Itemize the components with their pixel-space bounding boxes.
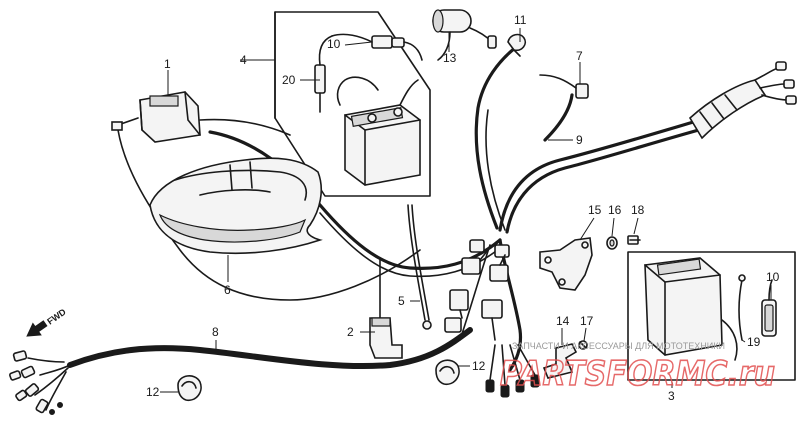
front-sub-harness bbox=[9, 327, 473, 415]
callouts: 1 4 20 10 13 11 7 9 6 5 2 8 12 12 14 17 … bbox=[146, 13, 780, 403]
leader-lines bbox=[160, 28, 772, 393]
part-3-cdi-unit bbox=[644, 257, 738, 361]
part-7-connector-cap bbox=[539, 74, 589, 99]
callout-2: 2 bbox=[347, 325, 354, 339]
callout-1: 1 bbox=[164, 57, 171, 71]
part-14-bracket bbox=[542, 343, 578, 379]
callout-20: 20 bbox=[282, 73, 296, 87]
callout-11: 11 bbox=[514, 13, 527, 27]
callout-19: 19 bbox=[747, 335, 761, 349]
callout-3: 3 bbox=[668, 389, 675, 403]
part-3-group-frame bbox=[627, 251, 796, 381]
watermark-logo: PARTSFORMC.ru bbox=[500, 354, 775, 394]
fwd-label: FWD bbox=[45, 306, 68, 326]
callout-7: 7 bbox=[576, 49, 583, 63]
part-5-cable bbox=[407, 204, 432, 330]
part-18-screw bbox=[627, 235, 641, 245]
callout-6: 6 bbox=[224, 283, 231, 297]
callout-5: 5 bbox=[398, 294, 405, 308]
callout-14: 14 bbox=[556, 314, 570, 328]
part-12-clamp-left bbox=[177, 375, 202, 402]
part-20-fuse-holder bbox=[314, 35, 333, 113]
callout-4: 4 bbox=[240, 53, 247, 67]
part-11-wire-clamp bbox=[507, 33, 527, 57]
callout-10-upper: 10 bbox=[327, 37, 341, 51]
part-10-connector-upper bbox=[331, 33, 423, 61]
battery bbox=[336, 76, 421, 186]
part-10-fuse-lower bbox=[761, 279, 777, 337]
callout-16: 16 bbox=[608, 203, 622, 217]
part-15-mounting-plate bbox=[539, 237, 593, 291]
callout-13: 13 bbox=[443, 51, 457, 65]
part-16-grommet bbox=[606, 236, 618, 250]
callout-9: 9 bbox=[576, 133, 583, 147]
main-wire-harness bbox=[117, 46, 708, 372]
callout-10-lower: 10 bbox=[766, 270, 780, 284]
watermark-caption: ЗАПЧАСТИ И АКСЕССУАРЫ ДЛЯ МОТОТЕХНИКИ bbox=[512, 341, 725, 351]
part-1-ignition-unit bbox=[111, 91, 201, 143]
part-2-switch bbox=[369, 257, 403, 359]
callout-12-left: 12 bbox=[146, 385, 160, 399]
callout-17: 17 bbox=[580, 314, 594, 328]
part-19-wire bbox=[738, 274, 746, 341]
part-17-screw bbox=[578, 340, 588, 350]
callout-8: 8 bbox=[212, 325, 219, 339]
callout-12-right: 12 bbox=[472, 359, 486, 373]
callout-15: 15 bbox=[588, 203, 602, 217]
forward-direction-marker: FWD bbox=[26, 306, 68, 337]
center-connector-cluster bbox=[444, 239, 540, 398]
tail-harness-sheath bbox=[688, 61, 797, 140]
part-12-clamp-right bbox=[435, 359, 460, 386]
part-13-condenser bbox=[432, 9, 497, 61]
battery-group-frame bbox=[274, 11, 431, 197]
callout-18: 18 bbox=[631, 203, 645, 217]
watermark: ЗАПЧАСТИ И АКСЕССУАРЫ ДЛЯ МОТОТЕХНИКИ PA… bbox=[499, 341, 776, 395]
part-6-tray bbox=[149, 157, 323, 255]
